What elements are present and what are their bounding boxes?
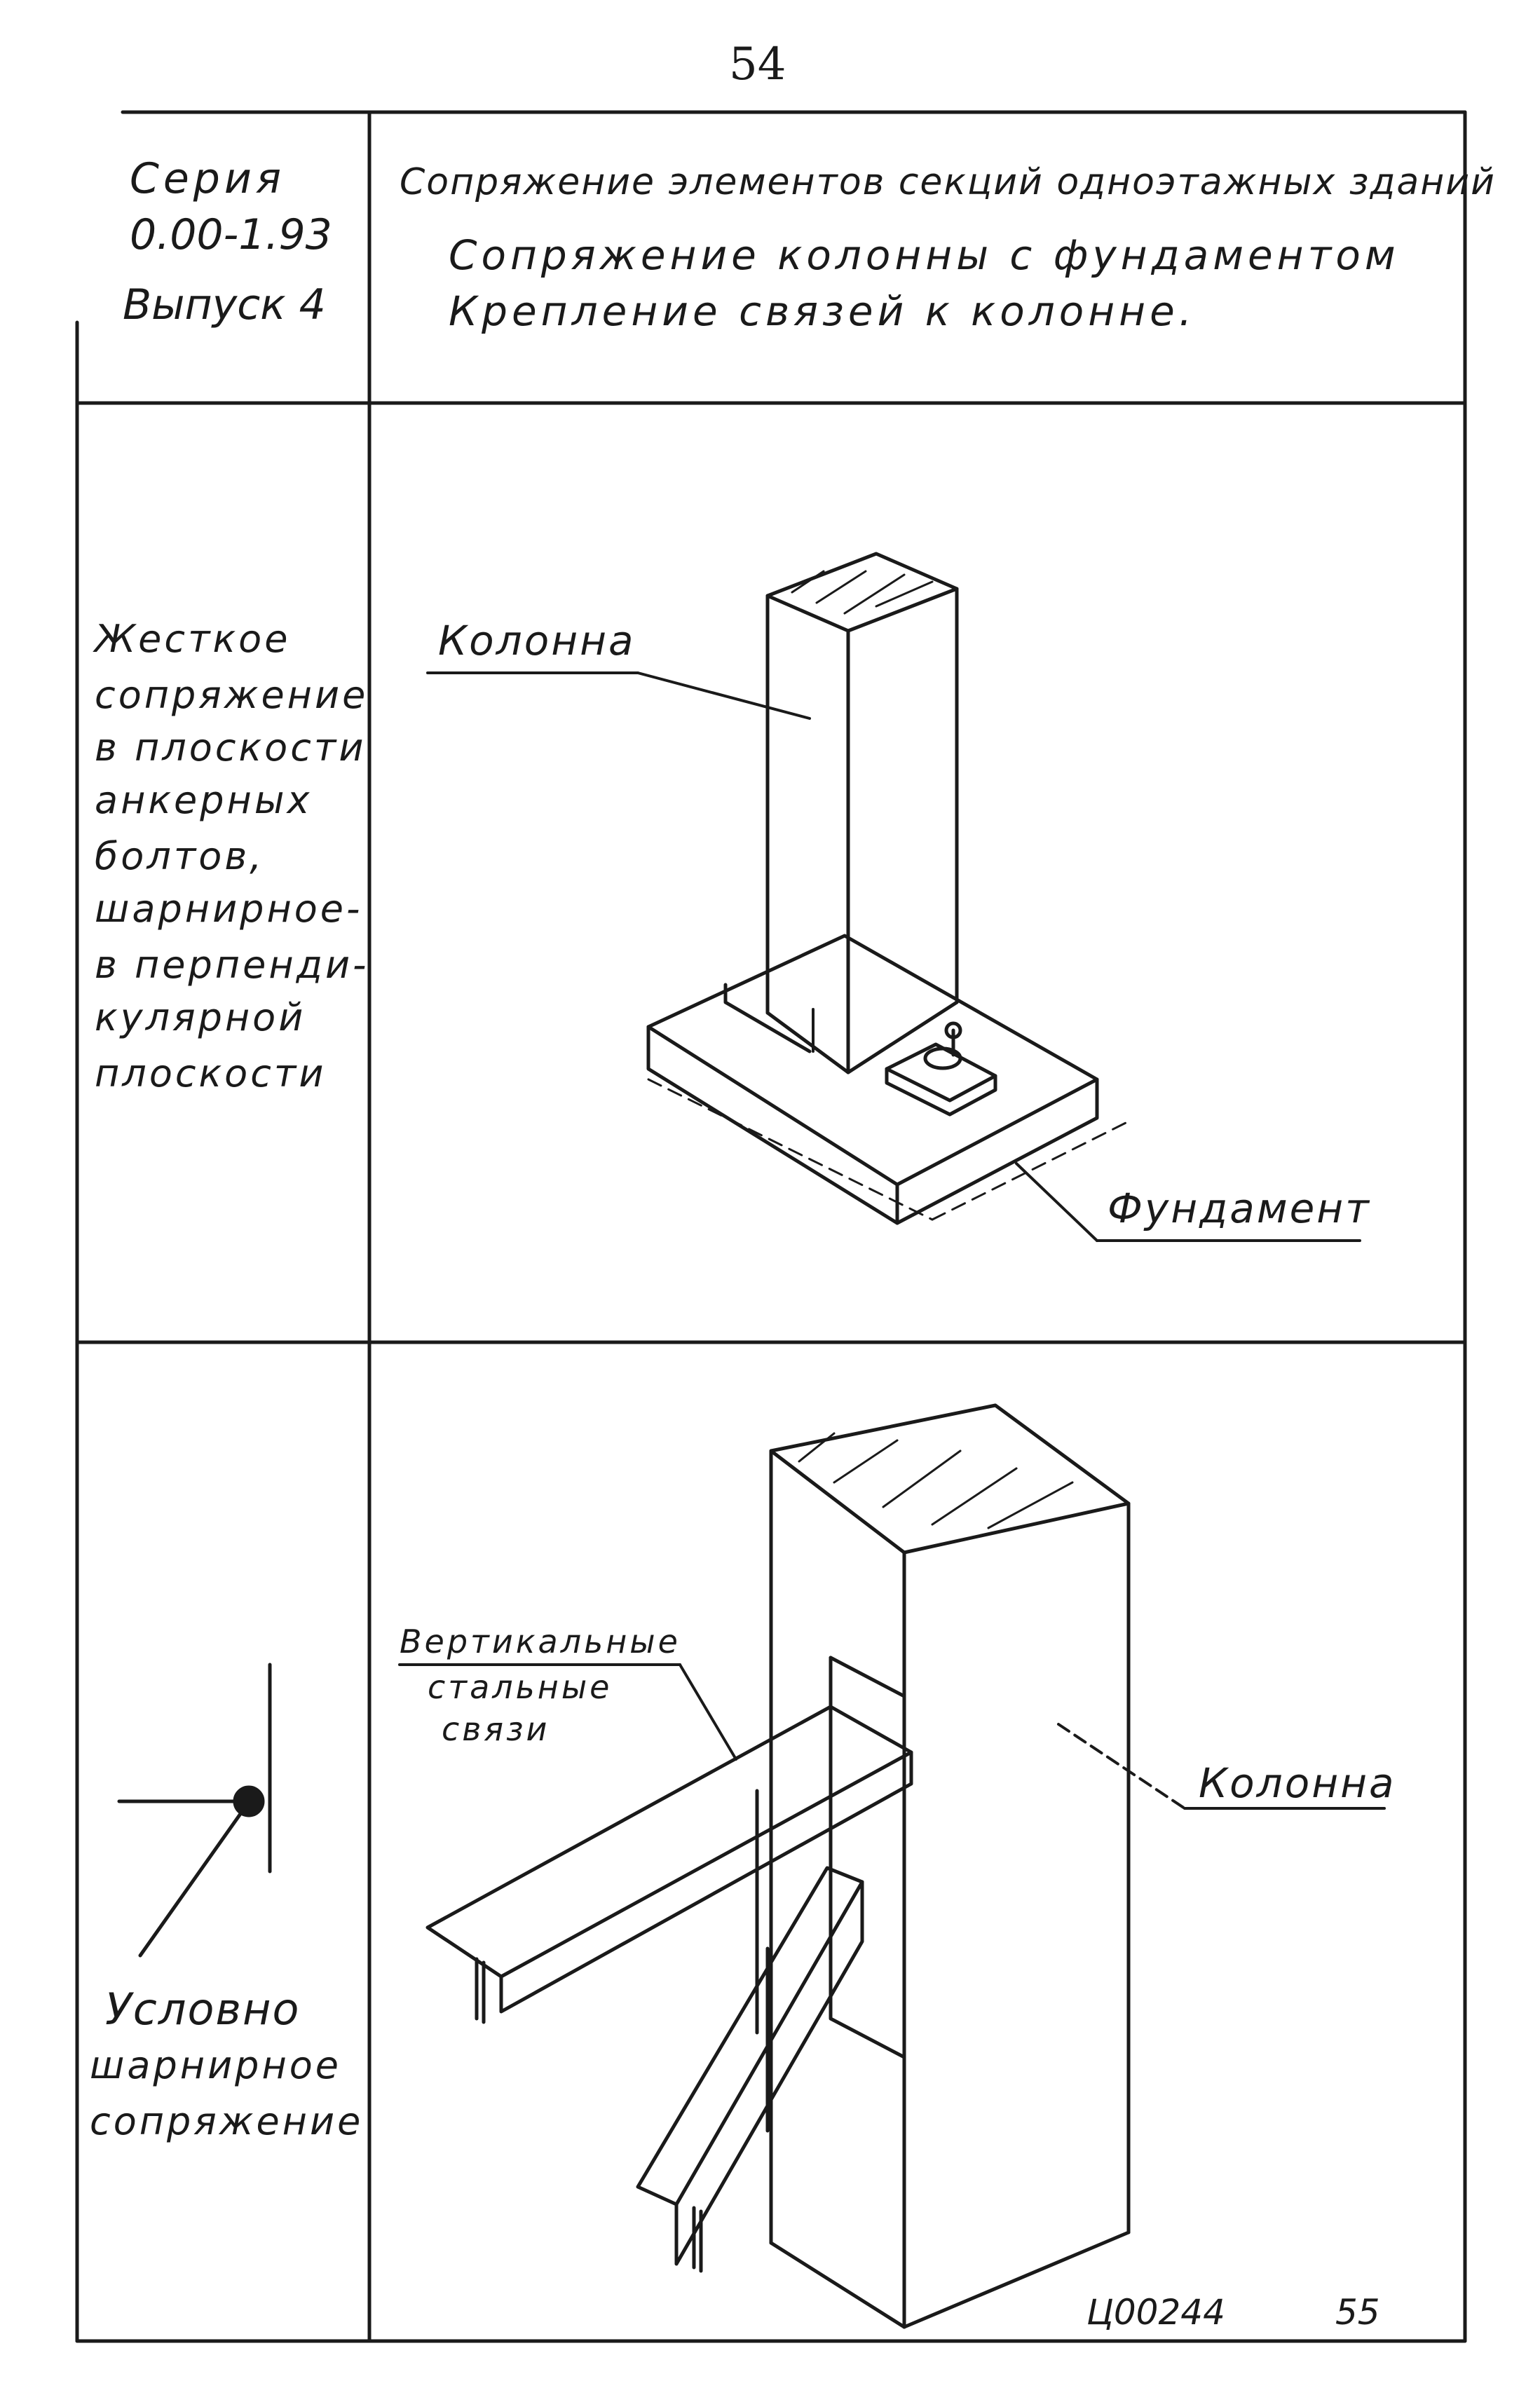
row1-desc-line-8: кулярной <box>95 995 306 1039</box>
label-braces-line-2: стальные <box>428 1668 613 1706</box>
title-line-3: Крепление связей к колонне. <box>449 287 1197 335</box>
row2-desc-line-3: сопряжение <box>90 2099 364 2143</box>
row1-desc-line-9: плоскости <box>95 1051 327 1096</box>
hinge-symbol <box>117 1663 272 1958</box>
label-column-row2: Колонна <box>1199 1759 1396 1807</box>
row1-desc-line-6: шарнирное- <box>95 887 363 931</box>
column-foundation-drawing <box>426 552 1361 1242</box>
row2-desc-line-1: Условно <box>105 1984 301 2035</box>
column-braces-drawing <box>398 1403 1386 2329</box>
leader-foundation <box>1015 1162 1098 1242</box>
row1-desc-line-5: болтов, <box>95 834 265 878</box>
series-issue: Выпуск 4 <box>123 280 326 329</box>
page-number: 54 <box>729 39 786 90</box>
footer-code: Ц00244 <box>1086 2292 1225 2333</box>
leader-column-2 <box>1057 1723 1186 1810</box>
label-foundation: Фундамент <box>1108 1185 1371 1232</box>
title-line-1: Сопряжение элементов секций одноэтажных … <box>400 161 1496 203</box>
row1-desc-line-1: Жесткое <box>95 617 291 661</box>
label-column-row1: Колонна <box>438 617 636 664</box>
row1-desc-line-3: в плоскости <box>95 725 367 770</box>
title-line-2: Сопряжение колонны с фундаментом <box>449 231 1400 279</box>
series-label: Серия <box>130 154 285 203</box>
series-number: 0.00-1.93 <box>130 210 332 259</box>
label-braces-line-3: связи <box>442 1710 550 1748</box>
row1-desc-line-4: анкерных <box>95 778 313 822</box>
row1-desc-line-7: в перпенди- <box>95 943 369 987</box>
row2-desc-line-2: шарнирное <box>90 2043 342 2087</box>
label-braces-line-1: Вертикальные <box>400 1623 681 1660</box>
footer-page-number: 55 <box>1335 2292 1380 2333</box>
row1-desc-line-2: сопряжение <box>95 673 369 717</box>
